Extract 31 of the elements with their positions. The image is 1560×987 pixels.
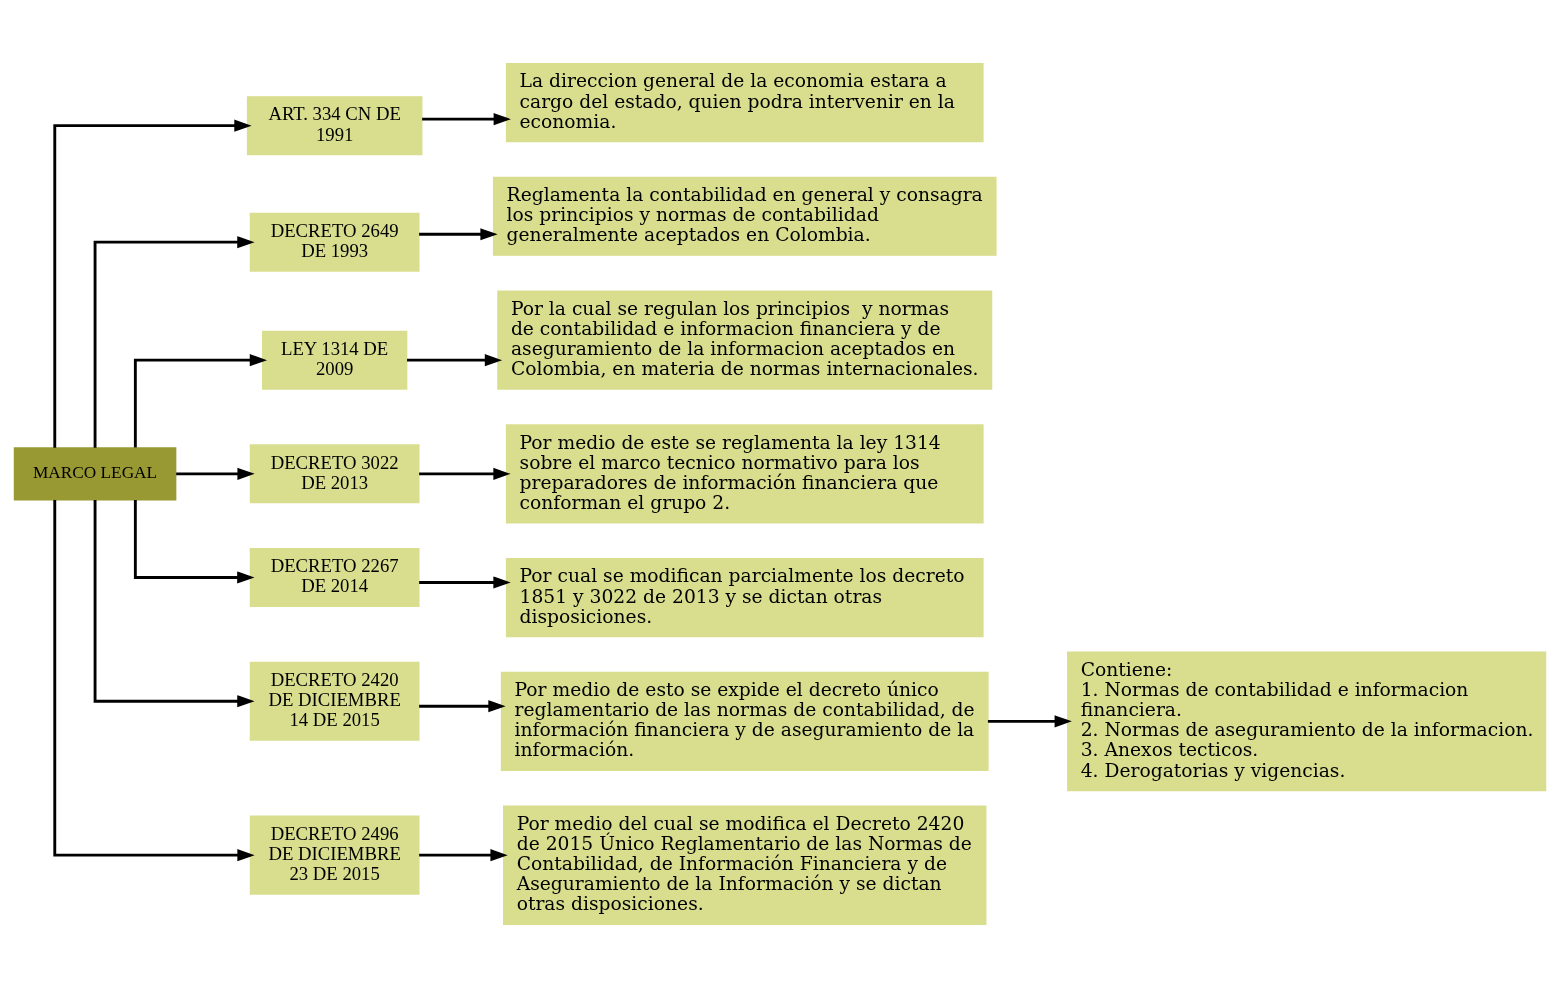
node-box: DECRETO 3022 DE 2013: [249, 443, 420, 503]
node-box: DECRETO 2496 DE DICIEMBRE 23 DE 2015: [249, 815, 420, 895]
node-box: Por medio de esto se expide el decreto único reglamentario de las normas de contabilidad, de información financiera y de aseguramiento de la información.: [500, 671, 989, 771]
arrow: [93, 235, 255, 448]
arrow: [53, 119, 252, 448]
node-box: Por medio de este se reglamenta la ley 1314 sobre el marco tecnico normativo para los preparadores de información financiera que conforman el grupo 2.: [505, 423, 984, 523]
node-box: ART. 334 CN DE 1991: [246, 95, 423, 155]
node-box: DECRETO 2420 DE DICIEMBRE 14 DE 2015: [249, 661, 420, 741]
node-box: LEY 1314 DE 2009: [261, 330, 408, 390]
node-box: Por la cual se regulan los principios y normas de contabilidad e informacion financiera y de aseguramiento de la informacion aceptados en Colombia, en materia de normas internacionales.: [497, 289, 993, 390]
node-box: Contiene: 1. Normas de contabilidad e informacion financiera. 2. Normas de aseguramiento de la informacion. 3. Anexos tecticos. 4. Derogatorias y vigencias.: [1067, 651, 1547, 791]
arrow: [419, 848, 508, 861]
arrow: [133, 499, 255, 583]
arrow: [422, 112, 511, 125]
arrow: [419, 699, 506, 712]
node-box: DECRETO 2649 DE 1993: [249, 212, 420, 272]
arrow: [419, 227, 498, 240]
node-box: Por cual se modifican parcialmente los decreto 1851 y 3022 de 2013 y se dictan otras disposiciones.: [505, 557, 984, 637]
node-box: Por medio del cual se modifica el Decreto 2420 de 2015 Único Reglamentario de las Normas de Contabilidad, de Información Financiera y de Aseguramiento de la Información y se dictan otras disposiciones.: [503, 805, 987, 925]
arrow: [407, 353, 503, 366]
arrow: [419, 575, 511, 589]
arrow: [133, 353, 268, 447]
arrow: [987, 714, 1072, 727]
arrow: [419, 467, 511, 480]
node-box: DECRETO 2267 DE 2014: [249, 547, 420, 607]
node-box: MARCO LEGAL: [13, 446, 177, 500]
node-box: Reglamenta la contabilidad en general y consagra los principios y normas de contabilidad generalmente aceptados en Colombia.: [492, 176, 997, 256]
arrow: [53, 499, 255, 861]
arrow: [176, 467, 255, 480]
node-box: La direccion general de la economia estara a cargo del estado, quien podra intervenir en la economia.: [505, 62, 984, 142]
arrow: [93, 499, 255, 707]
